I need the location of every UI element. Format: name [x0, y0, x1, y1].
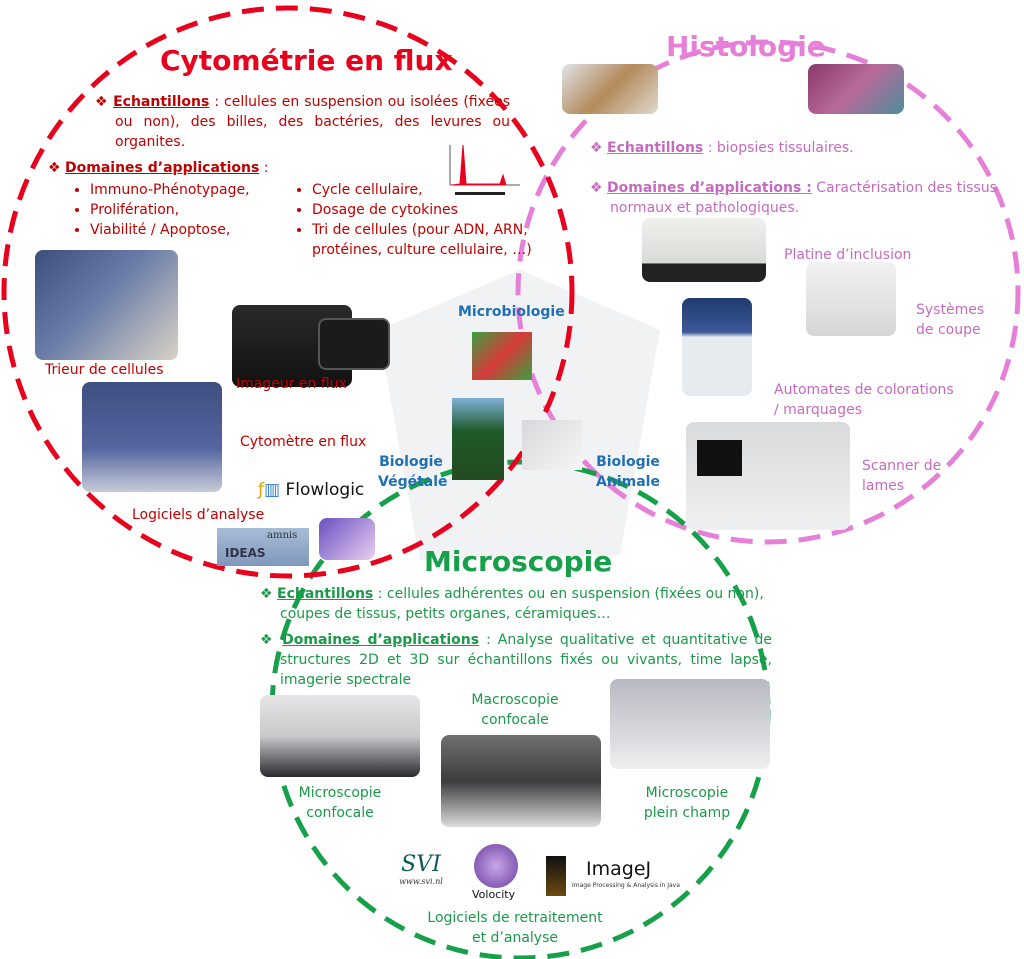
widefield-microscope-image: [610, 679, 770, 769]
imagej-subtitle: Image Processing & Analysis in Java: [572, 882, 680, 889]
microbiology-label: Microbiologie: [458, 304, 565, 320]
domains-text: : Analyse qualitative et quantitative de…: [280, 632, 772, 688]
histogram-image: [449, 144, 520, 195]
center-region: [378, 270, 660, 560]
list-item: Prolifération,: [90, 200, 280, 220]
imagej-text: ImageJ: [586, 858, 652, 880]
tissue-image-2: [808, 64, 904, 114]
stainer-image: [682, 298, 752, 396]
cytometry-domains: ❖ Domaines d’applications :: [48, 160, 269, 176]
list-item: Immuno-Phénotypage,: [90, 180, 280, 200]
samples-text: : cellules adhérentes ou en suspension (…: [280, 586, 764, 622]
histology-domains: ❖ Domaines d’applications : Caractérisat…: [590, 180, 997, 216]
monitor-image: [318, 318, 390, 370]
macroscopy-label: Macroscopie confocale: [471, 692, 559, 728]
volocity-text: Volocity: [472, 888, 516, 901]
scanner-monitor: [697, 440, 742, 476]
macroscope-image: [441, 735, 601, 827]
widefield-label: Microscopie plein champ: [643, 785, 731, 821]
list-item: Cycle cellulaire,: [312, 180, 537, 200]
embedding-station-image: [642, 218, 766, 282]
svi-logo: SVI www.svi.nl: [390, 852, 452, 904]
histology-samples: ❖ Echantillons : biopsies tissulaires.: [590, 140, 854, 156]
cytometry-samples: ❖ Echantillons : cellules en suspension …: [95, 94, 510, 150]
list-item: Tri de cellules (pour ADN, ARN, protéine…: [312, 220, 537, 260]
domains-text: Caractérisation des tissus normaux et pa…: [610, 180, 997, 216]
samples-text: : biopsies tissulaires.: [703, 140, 854, 156]
domains-label: Domaines d’applications: [65, 160, 260, 176]
samples-label: Echantillons: [277, 586, 374, 602]
stainers-label: Automates de colorations / marquages: [774, 382, 954, 418]
cutting-systems-label: Systèmes de coupe: [916, 302, 985, 338]
amnis-text: amnis: [267, 530, 298, 541]
microscopy-samples: ❖ Echantillons : cellules adhérentes ou …: [260, 586, 764, 622]
slide-scanner-image: [686, 422, 850, 530]
svi-url: www.svi.nl: [399, 877, 443, 886]
confocal-microscope-image: [260, 695, 420, 777]
samples-label: Echantillons: [113, 94, 210, 110]
microscopy-domains: ❖ Domaines d’applications : Analyse qual…: [260, 632, 772, 688]
tissue-image-1: [562, 64, 658, 114]
applications-right: Cycle cellulaire, Dosage de cytokines Tr…: [292, 180, 537, 260]
list-item: Viabilité / Apoptose,: [90, 220, 280, 240]
animal-biology-label: Biologie Animale: [596, 454, 660, 490]
processing-software-label: Logiciels de retraitement et d’analyse: [427, 910, 603, 946]
histology-circle: [515, 39, 1021, 545]
svi-text: SVI: [401, 852, 441, 877]
embedding-station-label: Platine d’inclusion: [784, 247, 912, 263]
histology-title: Histologie: [666, 30, 826, 63]
domains-label: Domaines d’applications: [282, 632, 480, 648]
microtome-image: [806, 262, 896, 336]
cytometry-circle: [1, 5, 575, 579]
cell-sorter-label: Trieur de cellules: [45, 362, 164, 378]
list-item: Dosage de cytokines: [312, 200, 537, 220]
bacteria-image: [472, 332, 532, 380]
flow-cytometer-image: [82, 382, 222, 492]
ideas-logo: amnis IDEAS: [217, 528, 309, 566]
samples-label: Echantillons: [607, 140, 704, 156]
ideas-text: IDEAS: [225, 546, 266, 560]
imagej-icon: [546, 856, 566, 896]
domains-label: Domaines d’applications :: [607, 180, 812, 196]
domains-suffix: :: [259, 160, 269, 176]
plant-biology-label: Biologie Végétale: [378, 454, 448, 490]
confocal-label: Microscopie confocale: [298, 785, 382, 821]
flowlogic-text: Flowlogic: [285, 480, 365, 500]
software-screenshot: [319, 518, 375, 560]
flow-imager-label: Imageur en flux: [236, 376, 347, 392]
cytometry-title: Cytométrie en flux: [160, 44, 453, 77]
flowlogic-logo: ƒ▥ Flowlogic: [258, 480, 365, 500]
mouse-image: [522, 420, 582, 470]
applications-left: Immuno-Phénotypage, Prolifération, Viabi…: [70, 180, 280, 240]
volocity-globe: [474, 844, 518, 888]
forest-image: [452, 398, 504, 480]
microscopy-title: Microscopie: [424, 545, 613, 578]
cell-sorter-image: [35, 250, 178, 360]
slide-scanner-label: Scanner de lames: [862, 458, 942, 494]
analysis-software-label: Logiciels d’analyse: [132, 507, 265, 523]
samples-text: : cellules en suspension ou isolées (fix…: [115, 94, 510, 150]
flow-cytometer-label: Cytomètre en flux: [240, 434, 367, 450]
